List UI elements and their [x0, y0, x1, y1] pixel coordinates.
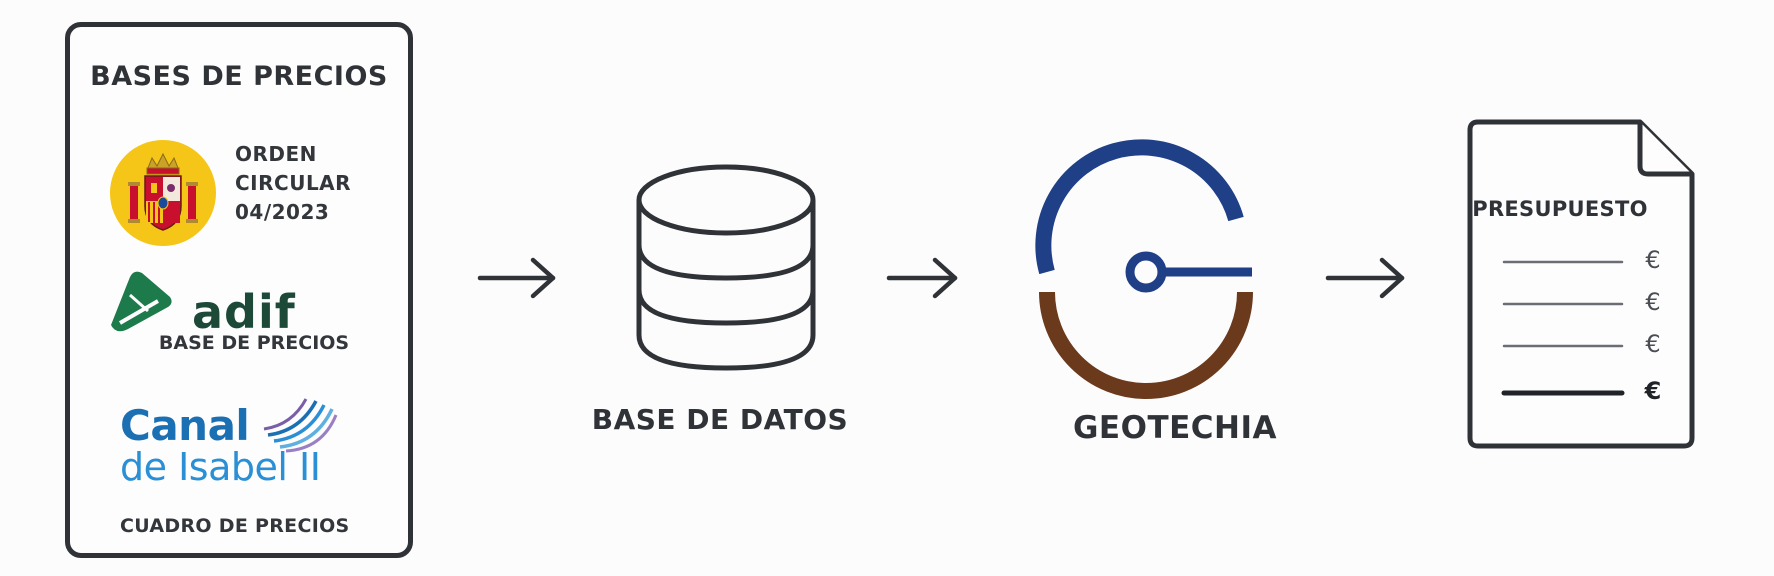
database-label: BASE DE DATOS	[591, 403, 849, 436]
euro-row-1: €	[1645, 246, 1661, 274]
adif-subtitle: BASE DE PRECIOS	[158, 332, 350, 354]
orden-line-2: CIRCULAR	[235, 171, 352, 195]
orden-circular-label: ORDEN CIRCULAR 04/2023	[235, 140, 351, 227]
euro-row-total: €	[1644, 377, 1662, 405]
arrow-right-icon	[886, 257, 958, 299]
euro-row-3: €	[1645, 330, 1661, 358]
canal-name-line-2: de Isabel II	[120, 445, 321, 489]
orden-line-3: 04/2023	[235, 200, 330, 224]
orden-line-1: ORDEN	[235, 142, 317, 166]
adif-wordmark: adif	[192, 285, 296, 339]
arrow-right-icon	[1325, 257, 1405, 299]
canal-name-line-1: Canal	[120, 401, 250, 450]
euro-row-2: €	[1645, 288, 1661, 316]
budget-document-icon	[1467, 119, 1695, 449]
geotechia-logo-icon	[1035, 139, 1253, 399]
document-lines	[1501, 260, 1625, 396]
document-title: PRESUPUESTO	[1472, 197, 1648, 221]
geotechia-label: GEOTECHIA	[1072, 410, 1278, 446]
arrow-right-icon	[477, 257, 556, 299]
database-icon	[636, 164, 816, 371]
price-sources-panel: BASES DE PRECIOS ORDEN CIRCULAR 04/2023	[65, 22, 413, 558]
spain-coat-of-arms-icon	[110, 140, 216, 246]
canal-waves-icon	[263, 398, 338, 453]
adif-logo-icon	[111, 271, 172, 332]
panel-title: BASES DE PRECIOS	[90, 61, 388, 92]
canal-subtitle: CUADRO DE PRECIOS	[120, 515, 350, 537]
